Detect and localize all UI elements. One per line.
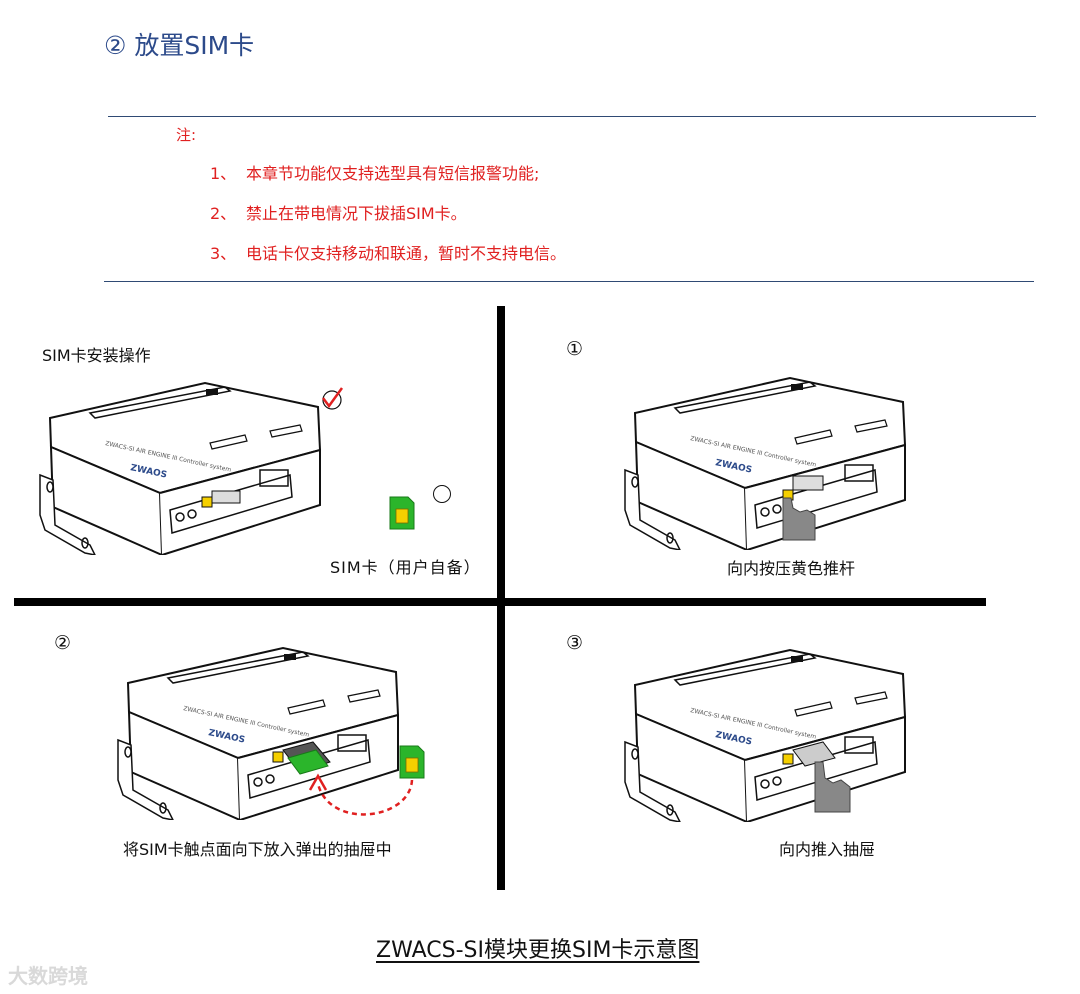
option-circle-icon bbox=[433, 485, 451, 503]
figure-caption: ZWACS-SI模块更换SIM卡示意图 bbox=[376, 938, 700, 963]
note-text: 电话卡仅支持移动和联通，暂时不支持电信。 bbox=[246, 244, 567, 263]
step-caption: 向内按压黄色推杆 bbox=[727, 559, 856, 578]
sim-card-icon bbox=[399, 745, 425, 779]
device-illustration: ZWACS-SI AIR ENGINE III Controller syste… bbox=[117, 646, 400, 820]
step-caption: 将SIM卡触点面向下放入弹出的抽屉中 bbox=[123, 840, 392, 859]
insert-arrow-icon bbox=[308, 773, 414, 816]
step-number: ① bbox=[566, 338, 584, 360]
note-label: 注: bbox=[176, 126, 197, 144]
device-illustration: ZWACS-SI AIR ENGINE III Controller syste… bbox=[624, 648, 907, 822]
sim-card-label: SIM卡（用户自备） bbox=[330, 558, 481, 577]
note-bottom-rule bbox=[104, 281, 1034, 282]
note-top-rule bbox=[108, 116, 1036, 117]
note-item: 3、电话卡仅支持移动和联通，暂时不支持电信。 bbox=[210, 240, 566, 264]
sim-card-icon bbox=[389, 496, 415, 530]
note-number: 3、 bbox=[210, 244, 237, 263]
hand-push-icon bbox=[814, 761, 851, 813]
panel-heading: SIM卡安装操作 bbox=[42, 346, 151, 365]
hand-press-icon bbox=[782, 497, 816, 541]
device-illustration: ZWACS-SI AIR ENGINE III Controller syste… bbox=[624, 376, 907, 550]
note-text: 禁止在带电情况下拔插SIM卡。 bbox=[246, 204, 467, 223]
step-number: ② bbox=[54, 632, 72, 654]
note-item: 1、本章节功能仅支持选型具有短信报警功能; bbox=[210, 160, 539, 184]
device-illustration: ZWACS-SI AIR ENGINE III Controller syste… bbox=[39, 381, 322, 555]
section-title: ② 放置SIM卡 bbox=[104, 31, 255, 60]
step-number: ③ bbox=[566, 632, 584, 654]
note-number: 2、 bbox=[210, 204, 237, 223]
watermark: 大数跨境 bbox=[8, 964, 88, 988]
note-item: 2、禁止在带电情况下拔插SIM卡。 bbox=[210, 200, 467, 224]
note-number: 1、 bbox=[210, 164, 237, 183]
quadrant-divider-horizontal bbox=[14, 598, 986, 606]
step-caption: 向内推入抽屉 bbox=[779, 840, 876, 859]
note-text: 本章节功能仅支持选型具有短信报警功能; bbox=[246, 164, 540, 183]
checkmark-icon bbox=[322, 387, 344, 410]
